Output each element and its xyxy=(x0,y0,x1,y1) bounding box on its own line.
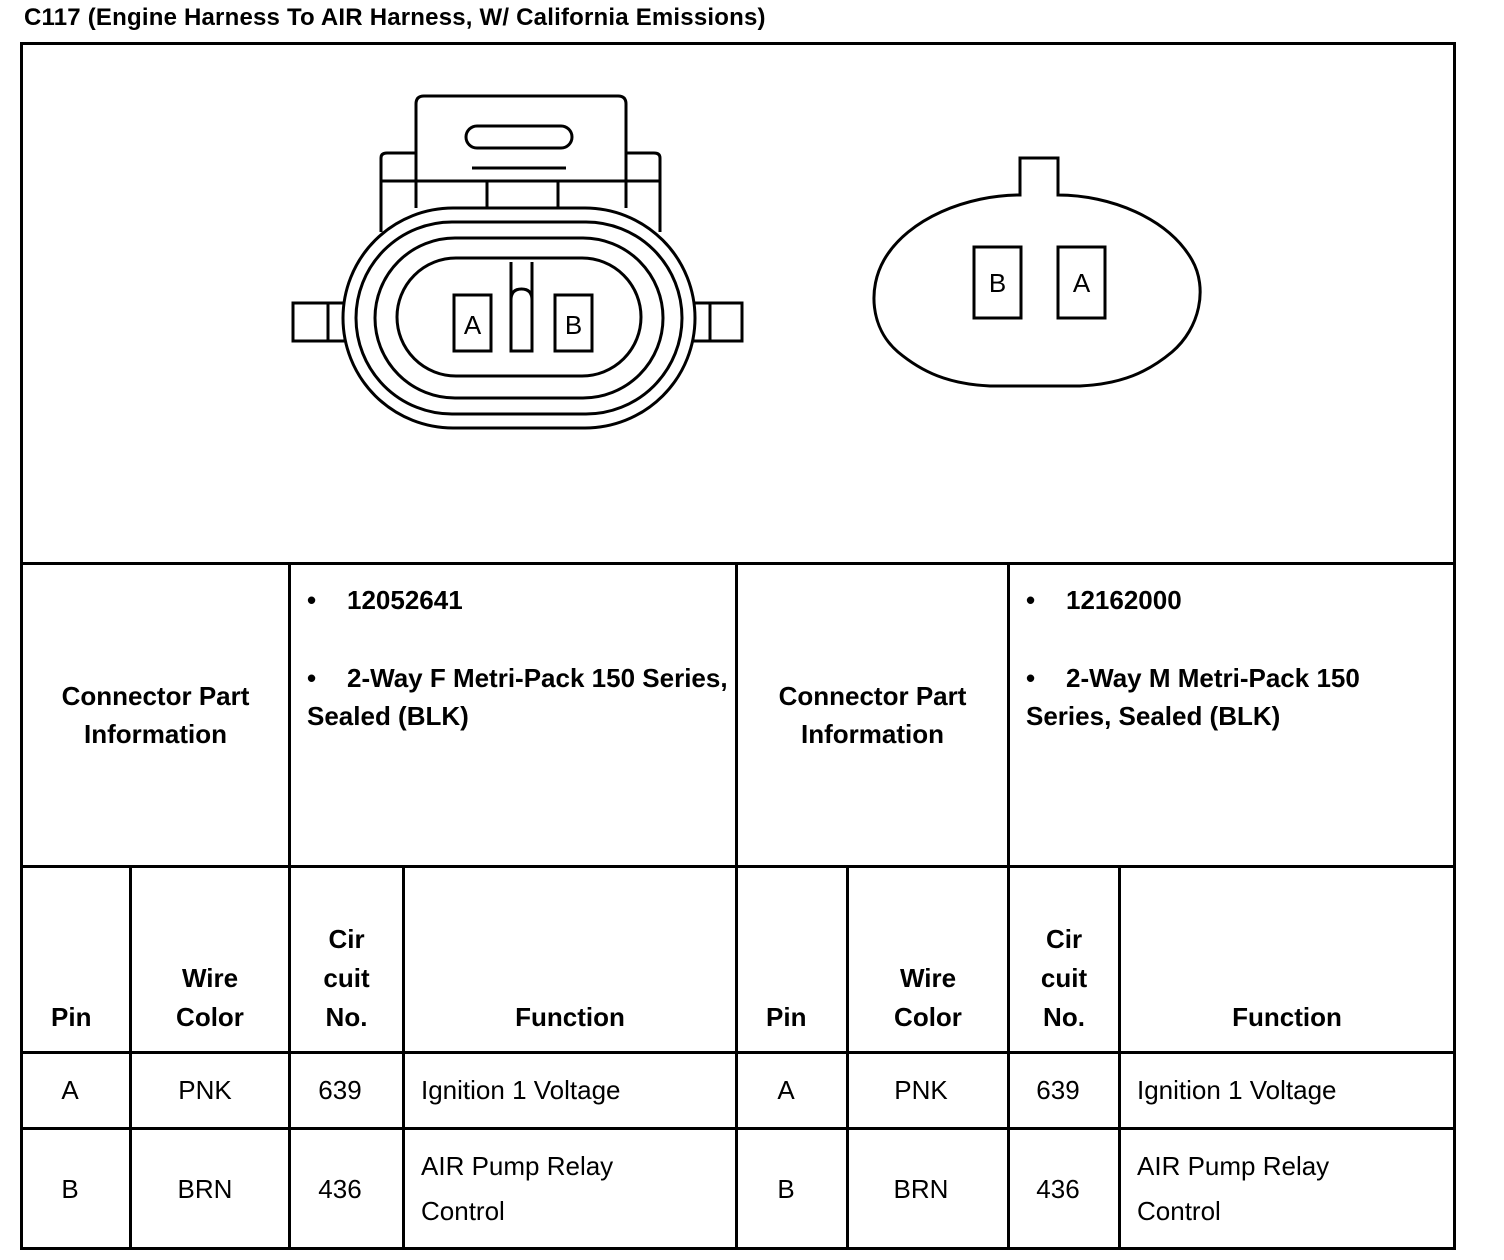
header-text: Wire Color xyxy=(176,963,244,1032)
female-connector-drawing xyxy=(291,94,744,430)
connector-table-frame xyxy=(20,42,1456,1250)
cell-circuit: 436 xyxy=(1036,1173,1080,1204)
header-pin: Pin xyxy=(766,1002,807,1032)
divider xyxy=(129,865,132,1250)
info-label-text: Connector Part Information xyxy=(61,681,250,749)
divider xyxy=(402,865,405,1250)
cell-function-text: AIR Pump Relay Control xyxy=(421,1151,614,1226)
cell-pin: B xyxy=(777,1173,795,1204)
pin-label-a-right: A xyxy=(1073,268,1091,298)
divider xyxy=(1118,865,1121,1250)
bullet: • xyxy=(307,663,317,693)
connector-part-details-right: •12162000 •2-Way M Metri-Pack 150 Series… xyxy=(1010,565,1453,865)
divider xyxy=(846,865,849,1250)
cell-function: Ignition 1 Voltage xyxy=(1137,1075,1337,1105)
header-text: Cir cuit No. xyxy=(1040,924,1088,1032)
cell-pin: A xyxy=(61,1075,79,1105)
divider xyxy=(1007,562,1010,1250)
part-description: 2-Way M Metri-Pack 150 Series, Sealed (B… xyxy=(1026,663,1360,731)
divider xyxy=(20,1051,1456,1054)
cell-pin: A xyxy=(777,1075,795,1105)
cell-pin: B xyxy=(61,1173,79,1204)
header-function: Function xyxy=(515,1002,625,1032)
divider xyxy=(20,562,1456,565)
divider xyxy=(20,865,1456,868)
cell-circuit: 639 xyxy=(318,1075,362,1105)
bullet: • xyxy=(307,585,317,615)
cell-function: AIR Pump Relay Control xyxy=(405,1130,735,1248)
male-connector-drawing xyxy=(872,156,1202,388)
header-function: Function xyxy=(1232,1002,1342,1032)
divider xyxy=(735,562,738,1250)
cell-circuit: 639 xyxy=(1036,1075,1080,1105)
header-wire-color: Wire Color xyxy=(132,868,288,1051)
connector-part-info-label-left: Connector Part Information xyxy=(23,565,288,865)
cell-function: AIR Pump Relay Control xyxy=(1121,1130,1453,1248)
divider xyxy=(288,562,291,1250)
bullet: • xyxy=(1026,585,1036,615)
header-text: Cir cuit No. xyxy=(323,924,370,1032)
divider xyxy=(20,1127,1456,1130)
bullet: • xyxy=(1026,663,1036,693)
cell-function-text: AIR Pump Relay Control xyxy=(1137,1151,1330,1226)
connector-part-info-label-right: Connector Part Information xyxy=(738,565,1007,865)
cell-wire-color: PNK xyxy=(178,1075,232,1105)
part-description: 2-Way F Metri-Pack 150 Series, Sealed (B… xyxy=(307,663,728,731)
connector-diagram: A B B A xyxy=(291,94,1202,430)
header-circuit-no: Cir cuit No. xyxy=(291,868,402,1051)
pin-label-b-right: B xyxy=(989,268,1006,298)
header-text: Wire Color xyxy=(894,963,962,1032)
cell-circuit: 436 xyxy=(318,1173,362,1204)
connector-part-details-left: •12052641 •2-Way F Metri-Pack 150 Series… xyxy=(291,565,735,865)
cell-function: Ignition 1 Voltage xyxy=(421,1075,621,1105)
pin-label-b-left: B xyxy=(565,310,582,340)
cell-wire-color: BRN xyxy=(177,1173,233,1204)
part-number: 12052641 xyxy=(347,585,463,615)
header-wire-color: Wire Color xyxy=(849,868,1007,1051)
cell-wire-color: BRN xyxy=(893,1173,949,1204)
cell-wire-color: PNK xyxy=(894,1075,948,1105)
page-title: C117 (Engine Harness To AIR Harness, W/ … xyxy=(24,4,766,31)
part-number: 12162000 xyxy=(1066,585,1182,615)
pin-label-a-left: A xyxy=(464,310,482,340)
info-label-text: Connector Part Information xyxy=(778,681,967,749)
header-circuit-no: Cir cuit No. xyxy=(1010,868,1118,1051)
header-pin: Pin xyxy=(51,1002,92,1032)
